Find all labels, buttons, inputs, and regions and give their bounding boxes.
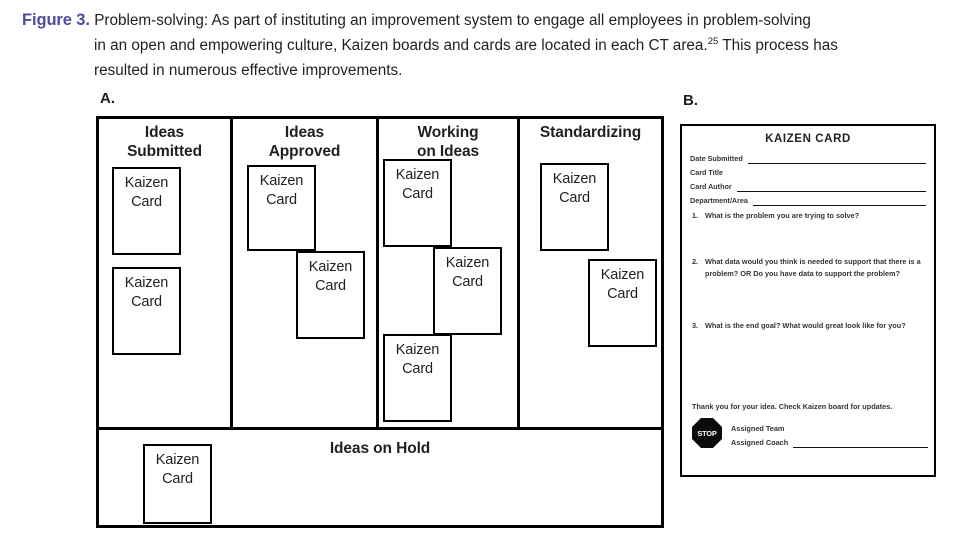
kaizen-card-line-1: Kaizen xyxy=(552,171,597,187)
stop-sign-icon: STOP xyxy=(692,418,724,450)
stop-sign-label: STOP xyxy=(697,428,717,438)
form-field-row: Card Title xyxy=(690,165,926,178)
kaizen-thank-you-note: Thank you for your idea. Check Kaizen bo… xyxy=(692,402,893,411)
kaizen-card-line-2: Card xyxy=(315,278,346,294)
assignment-field-row: Assigned Coach xyxy=(731,434,928,448)
question-2-number: 2. xyxy=(692,257,699,266)
form-field-input-line[interactable] xyxy=(736,182,926,192)
question-2-text: What data would you think is needed to s… xyxy=(705,257,921,278)
panel-a-letter: A. xyxy=(100,90,115,107)
kaizen-card-line-1: Kaizen xyxy=(155,452,200,468)
kaizen-card-line-2: Card xyxy=(131,294,162,310)
form-field-label: Date Submitted xyxy=(690,154,743,163)
question-3-number: 3. xyxy=(692,321,699,330)
kaizen-card-line-2: Card xyxy=(607,286,638,302)
form-field-row: Card Author xyxy=(690,179,926,192)
assignment-field-label: Assigned Team xyxy=(731,424,785,433)
kaizen-card-line-2: Card xyxy=(131,194,162,210)
form-field-input-line[interactable] xyxy=(728,169,926,178)
caption-line-1: Problem-solving: As part of instituting … xyxy=(94,12,811,29)
form-field-row: Department/Area xyxy=(690,193,926,206)
stop-sign-octagon: STOP xyxy=(692,418,722,448)
kaizen-card-line-1: Kaizen xyxy=(124,175,169,191)
kaizen-card-line-2: Card xyxy=(402,186,433,202)
kaizen-question-1: 1. What is the problem you are trying to… xyxy=(692,210,924,222)
kaizen-question-2: 2. What data would you think is needed t… xyxy=(692,256,924,279)
kaizen-card-line-2: Card xyxy=(162,471,193,487)
kaizen-card-form-title: KAIZEN CARD xyxy=(765,133,851,145)
kaizen-card-line-1: Kaizen xyxy=(395,342,440,358)
kaizen-card-line-1: Kaizen xyxy=(308,259,353,275)
question-1-number: 1. xyxy=(692,211,699,220)
question-3-text: What is the end goal? What would great l… xyxy=(705,321,906,330)
form-field-label: Card Title xyxy=(690,168,724,177)
form-field-label: Department/Area xyxy=(690,196,748,205)
caption-line-2a: in an open and empowering culture, Kaize… xyxy=(94,37,708,54)
panel-b-letter: B. xyxy=(683,92,698,109)
caption-line-3: resulted in numerous effective improveme… xyxy=(94,62,403,79)
assignment-field-input-line[interactable] xyxy=(789,425,928,434)
caption-reference-marker: 25 xyxy=(707,35,719,47)
kaizen-card-line-1: Kaizen xyxy=(124,275,169,291)
kaizen-card-line-2: Card xyxy=(452,274,483,290)
ideas-on-hold-label: Ideas on Hold xyxy=(329,440,431,457)
kaizen-card-line-2: Card xyxy=(266,192,297,208)
figure-label: Figure 3. xyxy=(22,11,90,29)
figure-caption: Figure 3. Problem-solving: As part of in… xyxy=(22,8,940,83)
form-field-label: Card Author xyxy=(690,182,732,191)
kaizen-question-3: 3. What is the end goal? What would grea… xyxy=(692,320,924,332)
kaizen-card-line-1: Kaizen xyxy=(395,167,440,183)
form-field-input-line[interactable] xyxy=(752,196,926,206)
column-header-standardizing: Standardizing xyxy=(539,124,642,141)
kaizen-card-line-2: Card xyxy=(559,190,590,206)
kaizen-card-line-1: Kaizen xyxy=(445,255,490,271)
assignment-field-row: Assigned Team xyxy=(731,420,928,434)
kaizen-card-line-1: Kaizen xyxy=(600,267,645,283)
caption-line-2b: This process has xyxy=(718,37,838,54)
kaizen-card-line-1: Kaizen xyxy=(259,173,304,189)
assignment-field-label: Assigned Coach xyxy=(731,438,789,447)
question-1-text: What is the problem you are trying to so… xyxy=(705,211,860,220)
form-field-input-line[interactable] xyxy=(747,154,926,164)
assignment-field-input-line[interactable] xyxy=(793,438,928,448)
kaizen-card-line-2: Card xyxy=(402,361,433,377)
form-field-row: Date Submitted xyxy=(690,151,926,164)
